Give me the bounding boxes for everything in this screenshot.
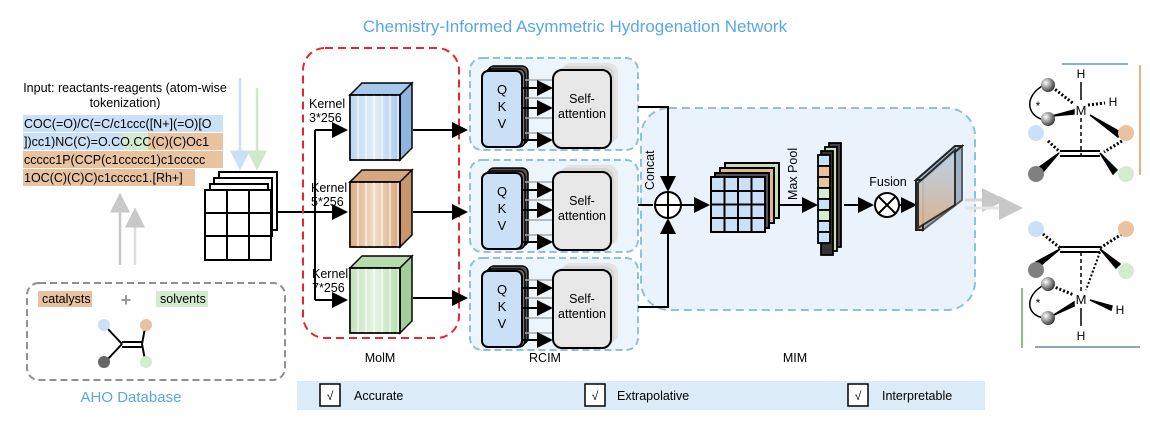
fusion-label: Fusion	[869, 175, 907, 189]
hydrogen-label: H	[1116, 303, 1125, 317]
metal-label: M	[1076, 292, 1087, 307]
property-extrapolative: √ Extrapolative	[584, 383, 689, 407]
concat-operator-icon	[654, 191, 682, 219]
aho-database-box	[26, 282, 286, 381]
rcim-label: RCIM	[529, 351, 561, 365]
input-label-2: tokenization)	[90, 96, 161, 110]
hydrogen-label: H	[1109, 95, 1118, 109]
pooled-feature-vector	[817, 142, 842, 256]
conv-cube-3	[348, 81, 414, 162]
molm-module	[302, 47, 460, 339]
hydrogen-label: H	[1077, 329, 1086, 343]
smiles-line-2: ])cc1)NC(C)=O.CO.CC(C)(C)Oc1	[24, 135, 209, 149]
diagram-title: Chemistry-Informed Asymmetric Hydrogenat…	[363, 17, 788, 36]
property-label: Accurate	[354, 389, 403, 403]
check-icon: √	[592, 389, 599, 403]
fusion-operator-icon	[874, 192, 900, 218]
mim-label: MIM	[783, 351, 807, 365]
smiles-line-1: COC(=O)/C(=C/c1ccc([N+](=O)[O	[24, 117, 212, 131]
smiles-line-3: ccccc1P(CCP(c1ccccc1)c1ccccc	[24, 153, 205, 167]
concat-label: Concat	[643, 150, 657, 190]
self-attention-label: Self-attention	[558, 292, 606, 321]
metal-label: M	[1076, 103, 1087, 118]
smiles-line-4: 1OC(C)(C)C)c1ccccc1.[Rh+]	[24, 171, 183, 185]
check-icon: √	[855, 389, 862, 403]
maxpool-label: Max Pool	[786, 148, 800, 200]
property-label: Interpretable	[882, 389, 952, 403]
conv-cube-5	[348, 168, 414, 249]
hydrogen-label: H	[1077, 67, 1086, 81]
metal-complex-bottom	[1021, 232, 1140, 348]
conv-cube-7	[348, 254, 414, 335]
concat-feature-grid	[710, 162, 780, 233]
catalysts-label: catalysts	[42, 292, 91, 306]
fused-representation-slab	[913, 143, 965, 233]
self-attention-label: Self-attention	[558, 92, 606, 121]
chiral-star: *	[1036, 99, 1041, 113]
smiles-string: COC(=O)/C(=C/c1ccc([N+](=O)[O ])cc1)NC(C…	[24, 117, 212, 185]
property-accurate: √ Accurate	[319, 383, 403, 407]
properties-bar	[297, 381, 985, 410]
self-attention-label: Self-attention	[558, 194, 606, 223]
property-interpretable: √ Interpretable	[847, 383, 952, 407]
chiral-star: *	[1036, 296, 1041, 310]
solvents-label: solvents	[160, 292, 206, 306]
database-label: AHO Database	[81, 389, 182, 406]
token-embedding-grid	[204, 171, 278, 261]
alkene-molecule-icon	[98, 319, 152, 368]
metal-complex-top	[1029, 63, 1141, 176]
property-label: Extrapolative	[617, 389, 689, 403]
check-icon: √	[327, 389, 334, 403]
input-label: Input: reactants-reagents (atom-wise	[23, 81, 227, 95]
plus-sign: +	[121, 290, 132, 310]
molm-label: MolM	[365, 351, 396, 365]
